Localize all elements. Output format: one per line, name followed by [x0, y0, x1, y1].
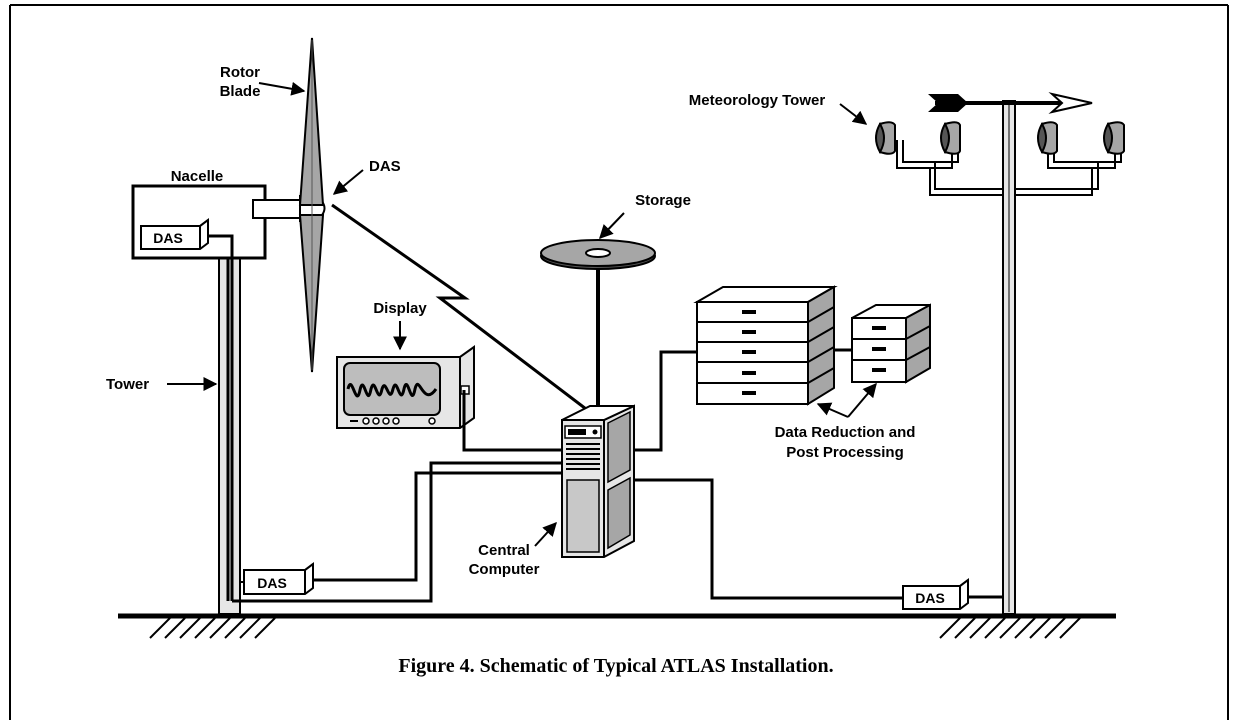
tower-das-cable-outer [232, 461, 562, 603]
label-central-line2: Computer [469, 561, 540, 578]
label-data-reduction-line2: Post Processing [786, 444, 904, 461]
display-monitor [336, 345, 475, 429]
label-tower: Tower [106, 376, 149, 393]
nacelle-das-cable [208, 234, 234, 601]
ground-das-cable [313, 471, 562, 582]
component-labels: Rotor Blade Nacelle DAS Tower Display St… [106, 64, 915, 578]
label-central-line1: Central [478, 542, 530, 559]
das-ground-right-label: DAS [915, 590, 945, 606]
rotor-blade [298, 37, 325, 373]
processing-cable [634, 350, 697, 452]
storage-disc [540, 239, 656, 418]
turbine-tower [218, 257, 241, 615]
ground [118, 613, 1116, 639]
label-nacelle: Nacelle [171, 168, 224, 185]
label-rotor-line1: Rotor [220, 64, 260, 81]
central-computer [561, 404, 635, 558]
das-box-ground-right: DAS [902, 578, 969, 610]
callout-arrows [167, 81, 877, 547]
data-reduction-cabinet-large [693, 285, 838, 406]
meteorology-tower [875, 92, 1125, 615]
display-cable [462, 390, 562, 452]
figure-frame [9, 4, 1229, 720]
das-box-ground-left: DAS [243, 562, 314, 595]
label-storage: Storage [635, 192, 691, 209]
das-box-nacelle: DAS [140, 218, 209, 250]
wireless-link [331, 203, 591, 414]
label-display: Display [373, 300, 427, 317]
label-data-reduction-line1: Data Reduction and [775, 424, 916, 441]
ground-das-left-link [239, 581, 244, 601]
das-nacelle-label: DAS [153, 230, 183, 246]
figure-caption: Figure 4. Schematic of Typical ATLAS Ins… [398, 655, 833, 677]
data-reduction-cabinet-small [851, 303, 931, 384]
label-meteorology-tower: Meteorology Tower [689, 92, 826, 109]
label-das-hub: DAS [369, 158, 401, 175]
label-rotor-line2: Blade [220, 83, 261, 100]
das-ground-left-label: DAS [257, 575, 287, 591]
met-das-cable [634, 478, 903, 600]
